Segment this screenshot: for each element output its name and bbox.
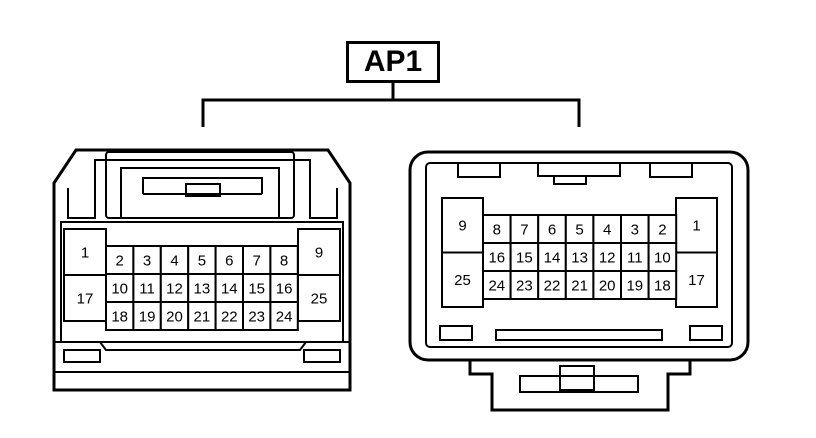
female-connector-pin-1-label: 1 [81,244,89,261]
female-connector-pin-11-label: 11 [139,280,155,297]
right-connector-terminals: 9 25 1 17 8 7 6 5 4 3 2 16 15 14 13 12 11 10 24 23 22 21 20 19 1… [441,197,718,308]
female-connector-pin-4-cell [159,245,190,275]
female-connector-pin-5-label: 5 [198,252,206,269]
female-connector-pin-21-cell [187,301,217,331]
male-connector-pin-11-cell [620,242,650,272]
male-connector-pin-3-cell [620,214,650,244]
male-connector-pin-13-label: 13 [571,249,588,266]
female-connector-pin-20-cell [159,301,190,331]
female-connector-pin-21-label: 21 [194,308,211,325]
female-connector-pin-24-label: 24 [276,308,293,325]
male-connector-pin-23-label: 23 [516,277,533,294]
female-connector-pin-18-label: 18 [111,308,128,325]
male-connector-pin-10-label: 10 [654,249,671,266]
male-connector-pin-25-label: 25 [454,272,471,289]
male-connector-pin-24-label: 24 [488,277,505,294]
female-connector-pin-10-label: 10 [111,280,128,297]
female-connector-pin-12-label: 12 [166,280,183,297]
male-connector-pin-11-label: 11 [627,249,643,266]
male-connector-pin-4-label: 4 [603,221,611,238]
female-connector-pin-3-label: 3 [143,252,151,269]
left-connector-housing [52,148,352,392]
male-connector-pin-8-label: 8 [493,221,501,238]
female-connector-pin-15-cell [242,273,272,303]
right-connector-housing [408,150,750,412]
connector-title: AP1 [346,41,440,83]
male-connector-pin-6-label: 6 [548,221,556,238]
female-connector-pin-13-label: 13 [194,280,211,297]
male-connector-pin-7-label: 7 [520,221,528,238]
male-connector-pin-13-cell [564,242,595,272]
female-connector-pin-20-label: 20 [166,308,183,325]
male-connector-pin-20-label: 20 [599,277,616,294]
female-connector-pin-17-cell [63,274,107,322]
male-connector-pin-2-label: 2 [658,221,666,238]
male-connector-pin-2-cell [647,214,678,244]
male-connector-pin-1-label: 1 [692,218,700,235]
male-connector-pin-22-cell [537,270,567,300]
female-connector-pin-16-label: 16 [276,280,293,297]
female-connector-pin-8-label: 8 [280,252,288,269]
female-connector-pin-14-label: 14 [221,280,238,297]
female-connector-pin-6-cell [214,245,245,275]
female-connector-pin-9-label: 9 [315,244,323,261]
male-connector-pin-21-label: 21 [571,277,588,294]
female-connector-pin-11-cell [132,273,162,303]
male-connector-pin-12-label: 12 [599,249,616,266]
female-connector-pin-16-cell [269,273,299,303]
male-connector-pin-10-cell [647,242,678,272]
female-connector-pin-25-label: 25 [311,290,328,307]
male-connector-pin-15-label: 15 [516,249,533,266]
female-connector-pin-17-label: 17 [77,290,94,307]
male-connector-pin-17-label: 17 [688,272,705,289]
female-connector-pin-24-cell [269,301,299,331]
male-connector-pin-25-cell [441,251,484,308]
female-connector-pin-4-label: 4 [170,252,178,269]
male-connector-pin-22-label: 22 [544,277,561,294]
male-connector-pin-23-cell [509,270,540,300]
male-connector-pin-7-cell [509,214,540,244]
male-connector-pin-18-label: 18 [654,277,671,294]
female-connector-pin-8-cell [269,245,299,275]
female-connector-pin-22-label: 22 [221,308,238,325]
male-connector-pin-16-label: 16 [488,249,505,266]
male-connector-pin-18-cell [647,270,678,300]
male-connector-pin-20-cell [592,270,623,300]
male-connector-pin-1-cell [675,197,718,254]
male-connector-pin-19-label: 19 [626,277,643,294]
male-connector-pin-17-cell [675,251,718,308]
female-connector-pin-13-cell [187,273,217,303]
female-connector-pin-23-label: 23 [248,308,265,325]
male-connector-pin-9-label: 9 [458,218,466,235]
male-connector-pin-14-label: 14 [544,249,561,266]
male-connector-pin-19-cell [620,270,650,300]
female-connector-pin-2-label: 2 [116,252,124,269]
female-connector-pin-19-label: 19 [139,308,156,325]
female-connector-pin-6-label: 6 [225,252,233,269]
female-connector-pin-3-cell [132,245,162,275]
bracket [201,83,581,127]
female-connector-pin-15-label: 15 [248,280,265,297]
male-connector-pin-3-label: 3 [631,221,639,238]
male-connector-pin-5-label: 5 [575,221,583,238]
female-connector-pin-7-label: 7 [253,252,261,269]
